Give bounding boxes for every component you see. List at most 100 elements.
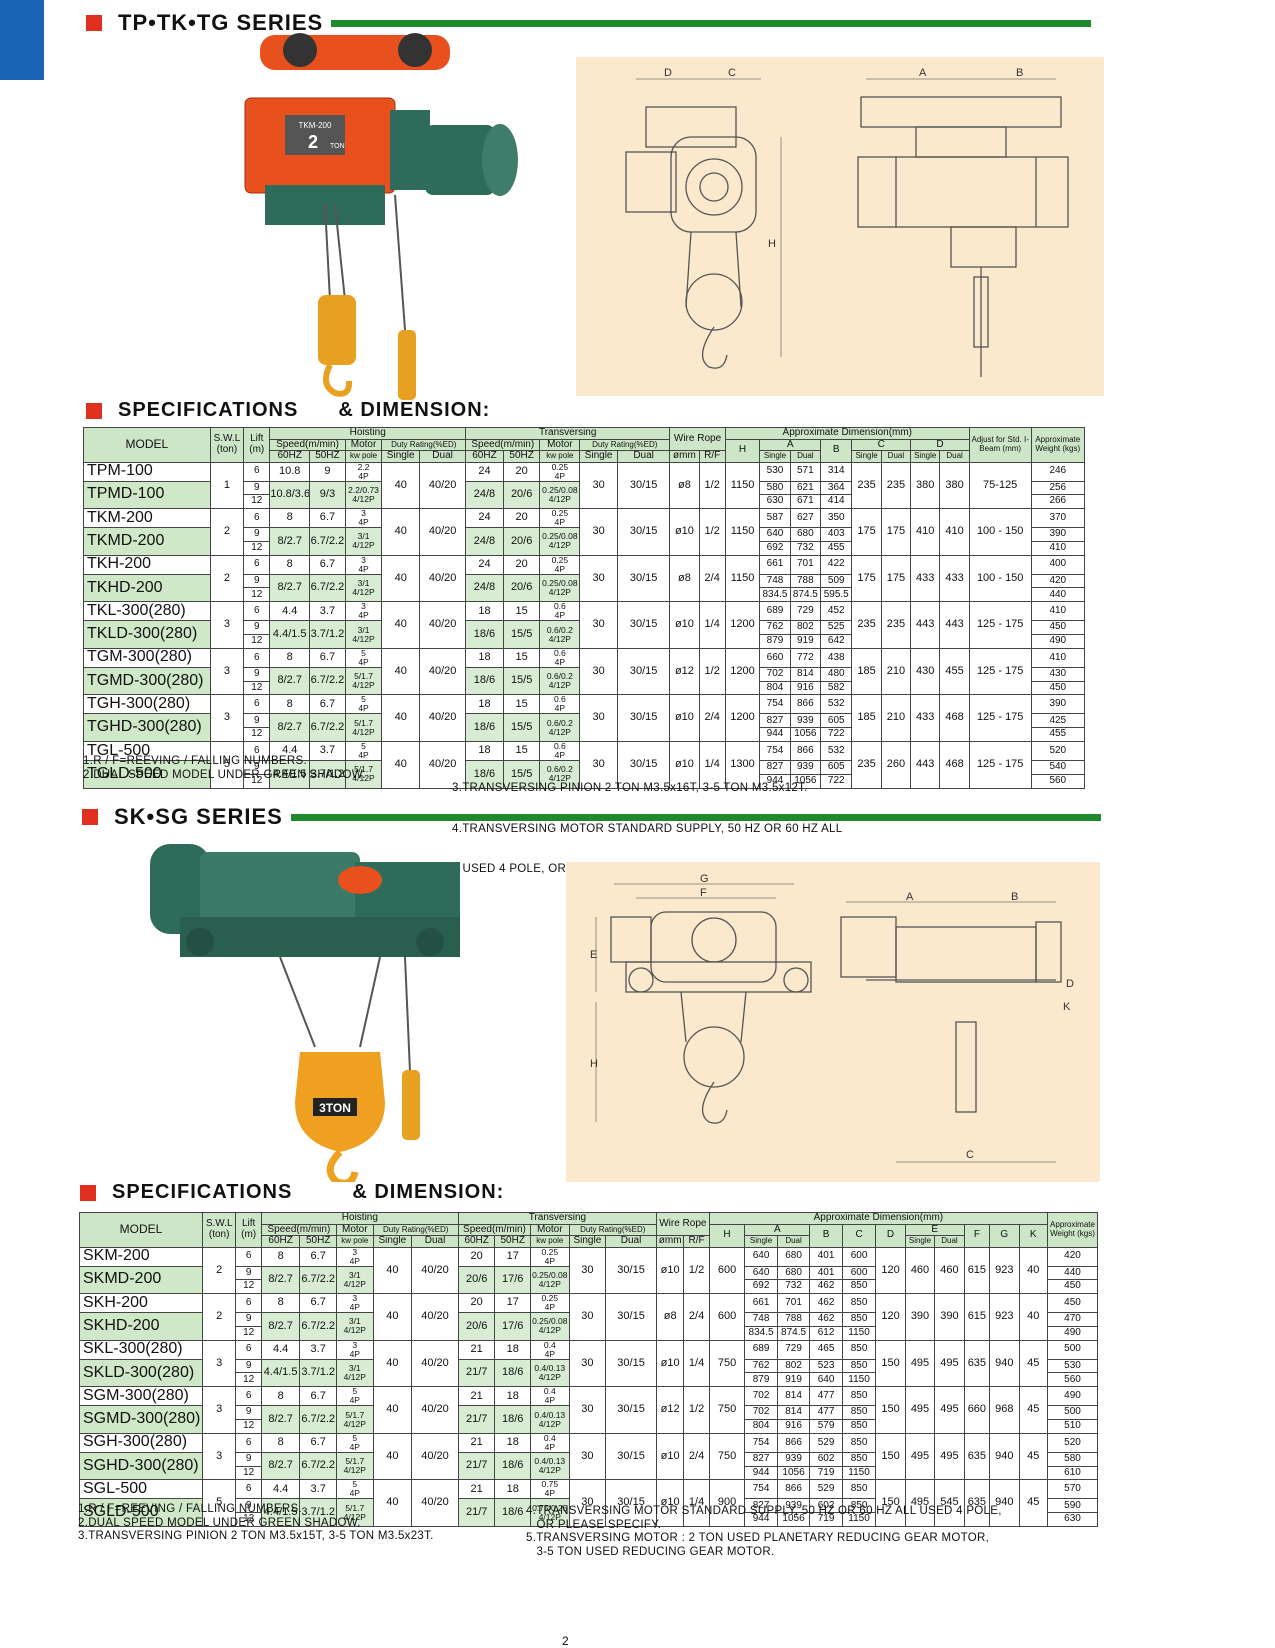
trans-60hz-dual: 24/8 bbox=[465, 527, 504, 556]
model-name: SGL-500 bbox=[79, 1479, 203, 1500]
dim-E-dual: 495 bbox=[934, 1386, 965, 1434]
model-name-dual: SGMD-300(280) bbox=[79, 1405, 203, 1434]
col-h-50hz: 50HZ bbox=[299, 1235, 337, 1248]
model-name: SKH-200 bbox=[79, 1293, 203, 1314]
dim-B: 401 bbox=[809, 1265, 843, 1281]
hoist-60hz: 8 bbox=[260, 1293, 301, 1314]
weight: 490 bbox=[1030, 634, 1086, 649]
dim-B: 605 bbox=[820, 713, 853, 729]
lift-value: 9 bbox=[243, 573, 271, 589]
dim-C-dual: 175 bbox=[880, 508, 912, 556]
dim-C: 850 bbox=[841, 1405, 877, 1421]
model-name-dual: TKHD-200 bbox=[83, 573, 211, 603]
swl-value: 5 bbox=[201, 1479, 237, 1528]
dim-C: 850 bbox=[841, 1451, 877, 1467]
dim-C: 850 bbox=[841, 1386, 877, 1407]
note: OR PLEASE SPECIFY. bbox=[526, 1518, 662, 1531]
hoist-duty-single: 40 bbox=[381, 647, 421, 696]
capacity-label: 3TON bbox=[319, 1101, 351, 1115]
wire-rope-rf: 1/4 bbox=[698, 741, 726, 789]
dim-H: 750 bbox=[708, 1339, 746, 1388]
col-h-kwpole: kw pole bbox=[335, 1235, 374, 1248]
dim-label-e: E bbox=[590, 949, 597, 961]
dim-A-single: 530 bbox=[759, 461, 791, 482]
dim-E-single: 495 bbox=[904, 1339, 936, 1388]
wire-rope-mm: ø10 bbox=[655, 1339, 685, 1388]
dim-C: 600 bbox=[841, 1246, 877, 1267]
note: 3-5 TON USED REDUCING GEAR MOTOR. bbox=[526, 1545, 775, 1558]
col-C: C bbox=[841, 1223, 877, 1248]
series-header-sk-sg: SK•SG SERIES bbox=[82, 804, 1101, 830]
dim-A-single: 944 bbox=[744, 1512, 778, 1528]
trans-60hz-dual: 21/7 bbox=[457, 1451, 496, 1481]
hoist-60hz-dual: 8/2.7 bbox=[269, 713, 311, 743]
hoist-duty-single: 40 bbox=[381, 508, 421, 556]
swl-value: 2 bbox=[201, 1293, 237, 1341]
col-c-dual: Dual bbox=[880, 450, 912, 463]
col-D: D bbox=[910, 438, 970, 451]
trans-50hz: 15 bbox=[502, 694, 541, 715]
dim-C-single: 235 bbox=[851, 461, 882, 510]
swl-value: 3 bbox=[201, 1432, 237, 1481]
col-h-motor: Motor bbox=[335, 1223, 374, 1236]
hoist-60hz-dual: 10.8/3.6 bbox=[269, 480, 311, 510]
dim-D: 150 bbox=[875, 1432, 906, 1481]
model-name: TGL-500 bbox=[83, 741, 211, 762]
col-h-dual: Dual bbox=[411, 1235, 459, 1248]
lift-value: 12 bbox=[243, 587, 271, 603]
dim-B: 722 bbox=[820, 773, 853, 789]
hoist-60hz-dual: 4.4/1.5 bbox=[260, 1498, 301, 1528]
nameplate-capacity: 2 bbox=[308, 132, 318, 152]
dim-G: 923 bbox=[989, 1246, 1020, 1295]
hoist-duty-dual: 40/20 bbox=[419, 461, 467, 510]
col-H: H bbox=[708, 1223, 746, 1248]
weight: 450 bbox=[1030, 620, 1086, 636]
col-t-speed: Speed(m/min) bbox=[457, 1223, 532, 1236]
trans-duty-single: 30 bbox=[579, 647, 618, 696]
hoist-photo-tkm: TKM-200 2 TON bbox=[244, 33, 518, 400]
dim-label-c: C bbox=[728, 67, 736, 79]
swl-value: 3 bbox=[201, 1386, 237, 1434]
hoist-60hz: 4.4 bbox=[260, 1339, 301, 1360]
spec-header-2: SPECIFICATIONS & DIMENSION: bbox=[80, 1181, 504, 1204]
lift-value: 6 bbox=[235, 1246, 262, 1267]
weight: 420 bbox=[1030, 573, 1086, 589]
dim-B: 719 bbox=[809, 1512, 843, 1528]
dim-label-b: B bbox=[1016, 67, 1023, 79]
hoist-60hz: 8 bbox=[269, 694, 311, 715]
hoist-duty-single: 40 bbox=[372, 1246, 413, 1295]
hoist-60hz-dual: 8/2.7 bbox=[260, 1405, 301, 1434]
dim-D: 150 bbox=[875, 1479, 906, 1528]
trans-duty-dual: 30/15 bbox=[605, 1339, 657, 1388]
dim-B: 525 bbox=[820, 620, 853, 636]
dim-C-dual: 260 bbox=[880, 741, 912, 789]
dim-F: 635 bbox=[963, 1432, 991, 1481]
dim-C: 1150 bbox=[841, 1372, 877, 1388]
wire-rope-rf: 2/4 bbox=[698, 694, 726, 743]
weight: 256 bbox=[1030, 480, 1086, 496]
wire-rope-mm: ø10 bbox=[669, 601, 700, 649]
dim-K: 45 bbox=[1018, 1432, 1048, 1481]
dim-A-dual: 802 bbox=[776, 1358, 811, 1374]
dim-D-single: 433 bbox=[910, 694, 941, 743]
weight: 455 bbox=[1030, 727, 1086, 743]
dim-C: 850 bbox=[841, 1279, 877, 1295]
hoist-50hz: 6.7 bbox=[309, 554, 346, 575]
dim-C: 850 bbox=[841, 1498, 877, 1514]
model-name: TKL-300(280) bbox=[83, 601, 211, 622]
dim-A-dual: 1056 bbox=[789, 727, 822, 743]
dim-B: 364 bbox=[820, 480, 853, 496]
green-rule bbox=[290, 813, 1101, 821]
swl-value: 3 bbox=[209, 647, 245, 696]
col-K: K bbox=[1018, 1223, 1048, 1248]
wire-rope-mm: ø10 bbox=[655, 1246, 685, 1295]
col-t-single: Single bbox=[579, 450, 618, 463]
